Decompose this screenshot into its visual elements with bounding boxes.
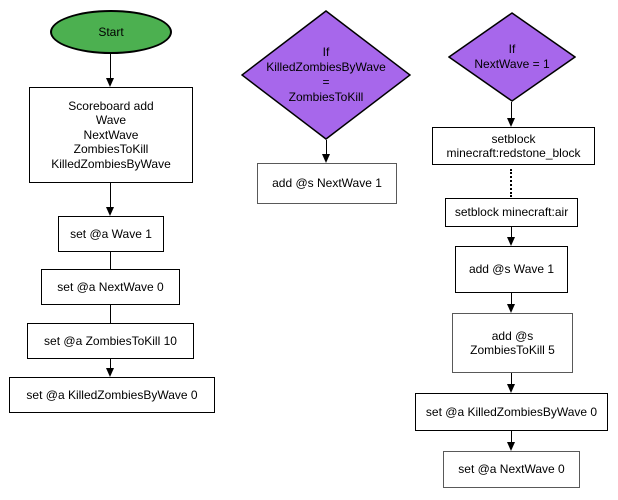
dotted-connector bbox=[510, 169, 512, 197]
connector-setwave-setnextwave bbox=[110, 252, 111, 269]
connector-diamond-redstone bbox=[511, 102, 512, 119]
connector-air-addwave bbox=[511, 227, 512, 238]
add-nextwave-1-node: add @s NextWave 1 bbox=[257, 163, 397, 204]
connector-addwave-addztk bbox=[511, 293, 512, 305]
decision-label: If NextWave = 1 bbox=[474, 42, 550, 71]
arrowhead-down bbox=[507, 304, 515, 313]
connector-addztk-setkilled bbox=[511, 373, 512, 385]
if-killedzombies-equals-decision: If KilledZombiesByWave = ZombiesToKill bbox=[241, 10, 411, 140]
arrowhead-down bbox=[106, 207, 114, 216]
connector-diamond-addnextwave bbox=[326, 140, 327, 155]
arrowhead-down bbox=[106, 78, 114, 87]
connector-setztk-setkilled bbox=[110, 359, 111, 369]
add-wave-1-node: add @s Wave 1 bbox=[455, 246, 568, 293]
connector-setnextwave-setztk bbox=[110, 305, 111, 323]
arrowhead-down bbox=[507, 118, 515, 127]
connector-start-scoreboard bbox=[110, 54, 111, 79]
arrowhead-down bbox=[507, 384, 515, 393]
arrowhead-down bbox=[507, 442, 515, 451]
set-nextwave-0-node: set @a NextWave 0 bbox=[41, 269, 180, 305]
if-nextwave-1-decision: If NextWave = 1 bbox=[448, 12, 576, 102]
decision-label: If KilledZombiesByWave = ZombiesToKill bbox=[266, 45, 386, 104]
connector-setkilled-setnextwave bbox=[511, 431, 512, 443]
decision-diamond-shape bbox=[448, 12, 576, 102]
arrowhead-down bbox=[106, 368, 114, 377]
arrowhead-down bbox=[322, 154, 330, 163]
decision-diamond-shape bbox=[241, 10, 411, 140]
setblock-air-node: setblock minecraft:air bbox=[445, 198, 578, 227]
set-nextwave-0-node-b: set @a NextWave 0 bbox=[443, 451, 580, 488]
start-node: Start bbox=[50, 10, 172, 54]
scoreboard-add-node: Scoreboard add Wave NextWave ZombiesToKi… bbox=[29, 87, 193, 183]
set-killedzombiesbywave-0-node: set @a KilledZombiesByWave 0 bbox=[9, 377, 215, 413]
setblock-redstone-node: setblock minecraft:redstone_block bbox=[432, 127, 595, 165]
connector-scoreboard-setwave bbox=[110, 183, 111, 208]
set-wave-1-node: set @a Wave 1 bbox=[58, 216, 164, 252]
set-killedzombiesbywave-0-node-b: set @a KilledZombiesByWave 0 bbox=[415, 393, 608, 431]
add-zombiestokill-5-node: add @s ZombiesToKill 5 bbox=[452, 313, 573, 373]
arrowhead-down bbox=[507, 237, 515, 246]
set-zombiestokill-10-node: set @a ZombiesToKill 10 bbox=[27, 323, 194, 359]
